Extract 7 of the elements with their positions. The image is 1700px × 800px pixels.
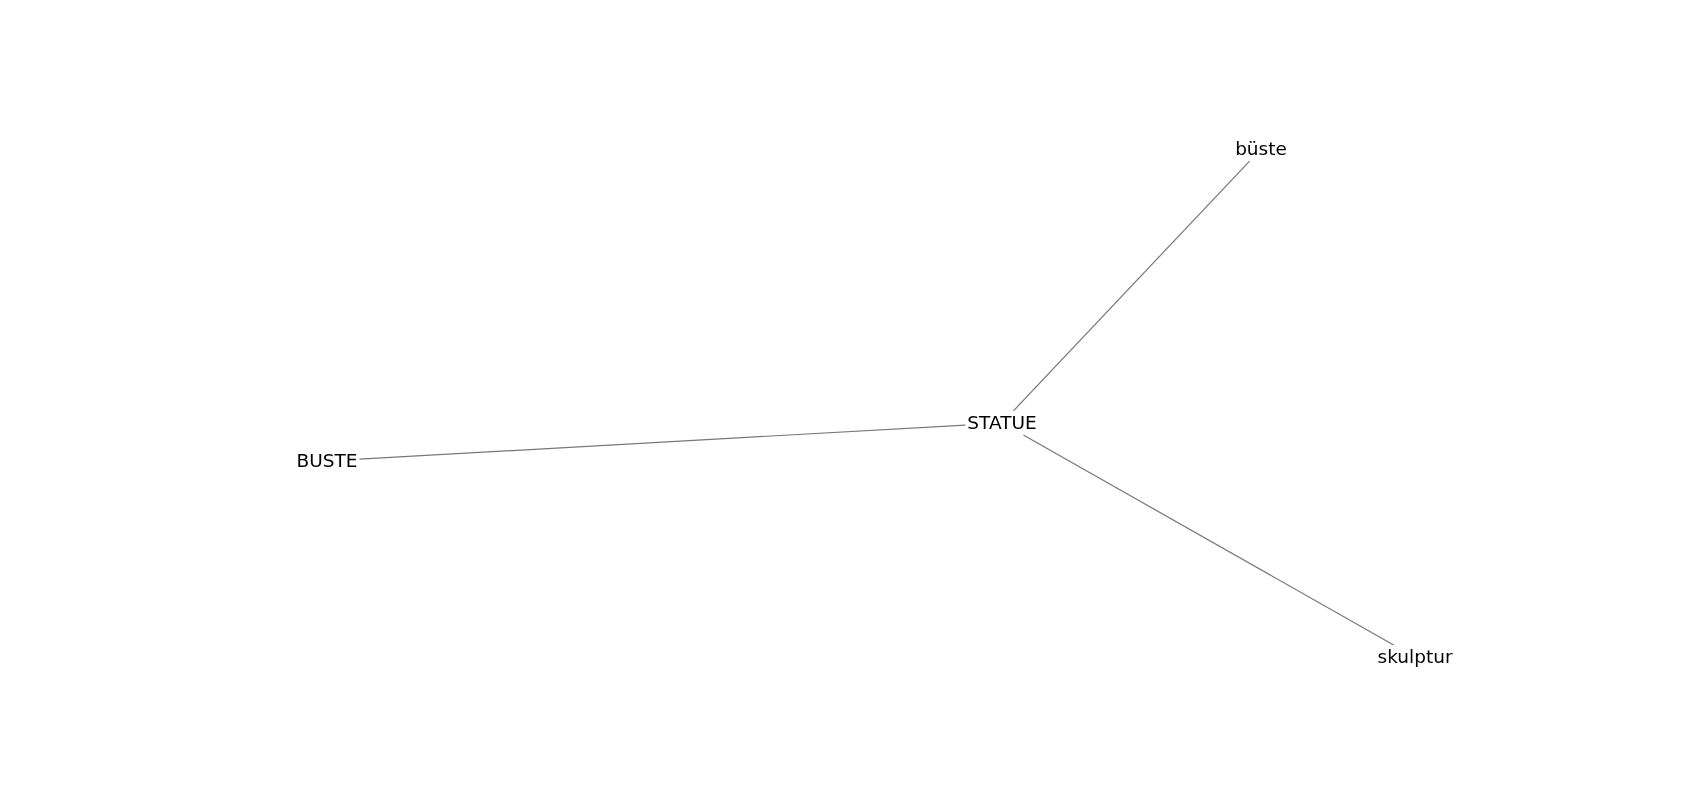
node-label: büste (1233, 136, 1289, 162)
node-label: skulptur (1375, 644, 1455, 670)
connector-line (358, 424, 966, 460)
connector-line (1022, 434, 1395, 646)
connector-line (1012, 160, 1251, 412)
node-label: STATUE (965, 410, 1039, 436)
node-label: BUSTE (294, 448, 360, 474)
